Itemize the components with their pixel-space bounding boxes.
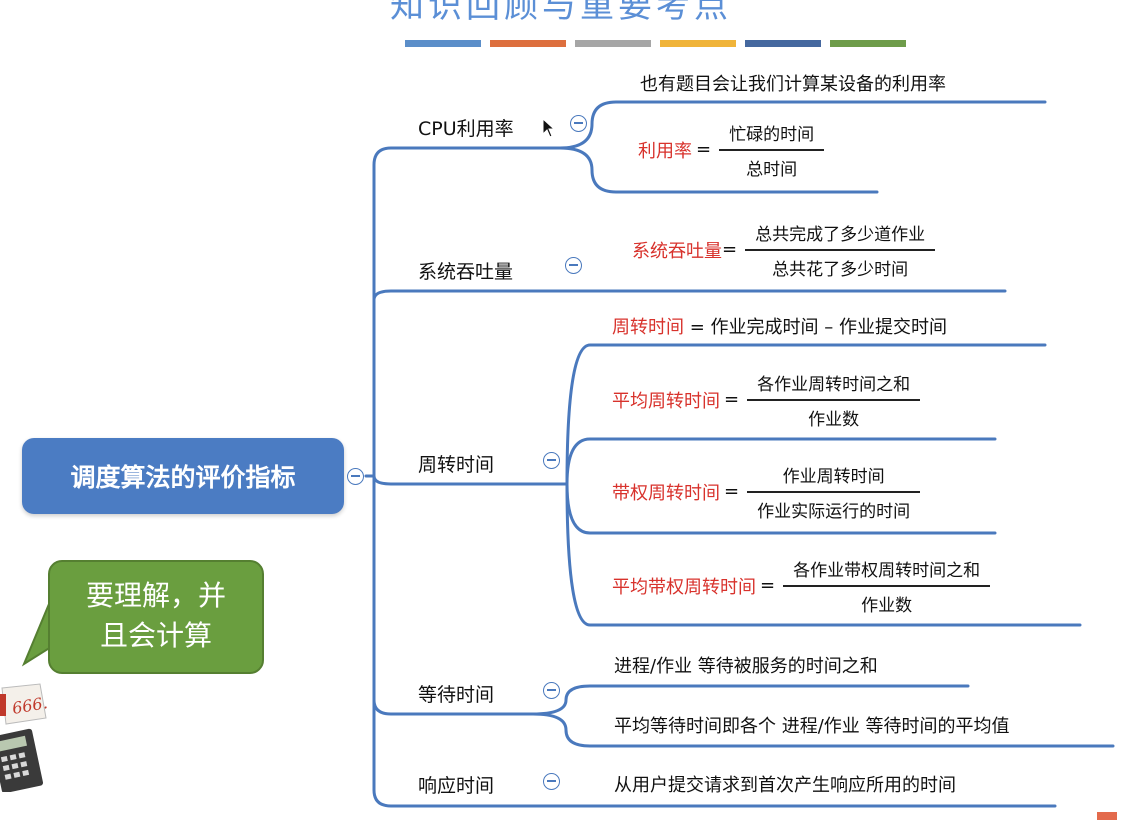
formula-lhs: 带权周转时间 [612, 482, 720, 504]
mouse-cursor-icon [542, 117, 556, 142]
root-node[interactable]: 调度算法的评价指标 [22, 438, 344, 514]
formula-lhs: 系统吞吐量 [632, 240, 722, 262]
numerator: 作业周转时间 [782, 467, 885, 487]
turnaround-definition: 周转时间 = 作业完成时间 – 作业提交时间 [612, 313, 947, 339]
bubble-line-2: 且会计算 [99, 619, 212, 652]
formula-lhs: 平均周转时间 [612, 390, 720, 412]
fraction: 作业周转时间 作业实际运行的时间 [747, 462, 921, 522]
throughput-collapse-icon[interactable] [565, 257, 582, 274]
fraction-bar [719, 149, 825, 151]
weighted-turnaround-formula: 带权周转时间 = 作业周转时间 作业实际运行的时间 [612, 462, 921, 522]
fraction-bar [747, 491, 921, 493]
page-title: 知识回顾与重要考点 [390, 0, 732, 26]
numerator: 总共完成了多少道作业 [755, 225, 926, 245]
denominator: 总共花了多少时间 [772, 259, 909, 280]
waiting-item-2: 平均等待时间即各个 进程/作业 等待时间的平均值 [614, 716, 1010, 737]
avg-weighted-turnaround-formula: 平均带权周转时间 = 各作业带权周转时间之和 作业数 [612, 556, 991, 616]
formula-eq: = [724, 481, 740, 503]
bubble-line-1: 要理解，并 [85, 579, 226, 612]
definition-rhs: = 作业完成时间 – 作业提交时间 [689, 317, 947, 338]
branch-cpu-utilization[interactable]: CPU利用率 [418, 118, 514, 140]
numerator: 各作业周转时间之和 [757, 375, 911, 395]
formula-eq: = [722, 239, 738, 261]
definition-lhs: 周转时间 [612, 317, 684, 338]
avg-turnaround-formula: 平均周转时间 = 各作业周转时间之和 作业数 [612, 370, 921, 430]
formula-eq: = [760, 575, 776, 597]
fraction: 忙碌的时间 总时间 [719, 120, 825, 180]
accent-bar-6 [830, 40, 906, 47]
accent-bar-5 [745, 40, 821, 47]
denominator: 作业实际运行的时间 [757, 501, 911, 522]
formula-eq: = [696, 139, 712, 161]
fraction-bar [745, 249, 936, 251]
formula-lhs: 平均带权周转时间 [612, 576, 756, 598]
corner-marker [1097, 812, 1117, 820]
numerator: 忙碌的时间 [729, 125, 815, 145]
cpu-collapse-icon[interactable] [570, 115, 587, 132]
turnaround-collapse-icon[interactable] [543, 452, 560, 469]
accent-bar-3 [575, 40, 651, 47]
waiting-item-1: 进程/作业 等待被服务的时间之和 [614, 656, 878, 677]
response-collapse-icon[interactable] [543, 773, 560, 790]
waiting-collapse-icon[interactable] [543, 682, 560, 699]
fraction: 各作业带权周转时间之和 作业数 [783, 556, 991, 616]
fraction-bar [747, 399, 921, 401]
branch-response-time[interactable]: 响应时间 [418, 775, 495, 797]
denominator: 作业数 [808, 409, 860, 430]
fraction: 总共完成了多少道作业 总共花了多少时间 [745, 220, 936, 280]
branch-throughput[interactable]: 系统吞吐量 [418, 261, 514, 283]
cpu-note: 也有题目会让我们计算某设备的利用率 [640, 74, 946, 95]
fraction: 各作业周转时间之和 作业数 [747, 370, 921, 430]
speech-bubble: 要理解，并 且会计算 [48, 560, 264, 674]
formula-eq: = [724, 389, 740, 411]
branch-waiting-time[interactable]: 等待时间 [418, 684, 495, 706]
numerator: 各作业带权周转时间之和 [793, 561, 981, 581]
fraction-bar [783, 585, 991, 587]
cpu-utilization-formula: 利用率 = 忙碌的时间 总时间 [638, 120, 825, 180]
denominator: 总时间 [746, 159, 798, 180]
accent-bar-2 [490, 40, 566, 47]
accent-bar-1 [405, 40, 481, 47]
root-label: 调度算法的评价指标 [70, 463, 296, 492]
denominator: 作业数 [861, 595, 913, 616]
response-item: 从用户提交请求到首次产生响应所用的时间 [614, 775, 956, 796]
throughput-formula: 系统吞吐量 = 总共完成了多少道作业 总共花了多少时间 [632, 220, 936, 280]
branch-turnaround-time[interactable]: 周转时间 [418, 454, 495, 476]
calculator-illustration: 666. [0, 682, 70, 794]
accent-bar-4 [660, 40, 736, 47]
formula-lhs: 利用率 [638, 140, 692, 162]
root-collapse-icon[interactable] [347, 468, 364, 485]
calculator-icon [0, 683, 47, 794]
